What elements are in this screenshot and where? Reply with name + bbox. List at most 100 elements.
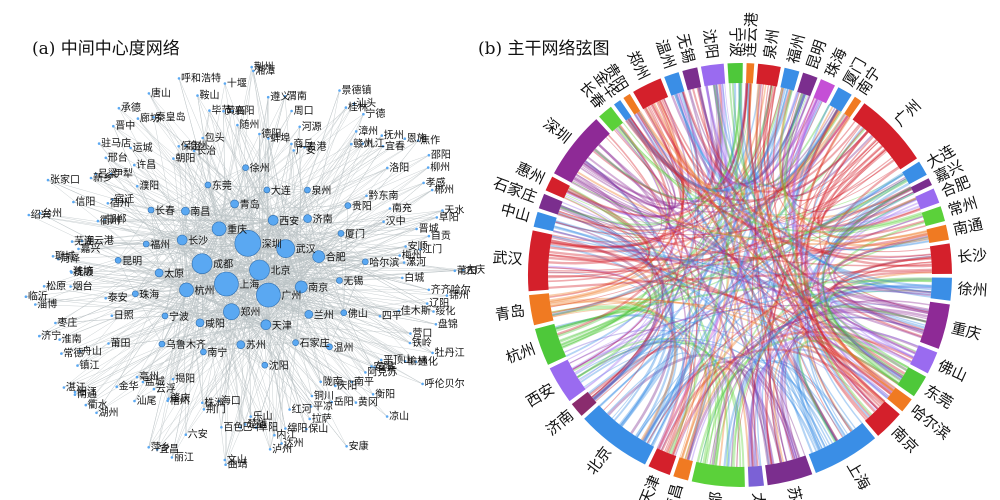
- chord-link: [731, 279, 932, 467]
- chord-link: [714, 236, 929, 466]
- chord-link: [662, 98, 925, 331]
- hub-label: 青岛: [240, 198, 260, 211]
- network-edge: [118, 108, 286, 249]
- chord-link: [571, 181, 923, 240]
- chord-link: [686, 106, 834, 460]
- node-label: 汕头: [356, 98, 376, 110]
- network-edge: [203, 312, 344, 353]
- chord-link: [574, 100, 822, 374]
- hub-node: [303, 214, 312, 223]
- peripheral-node: [95, 411, 98, 415]
- chord-link: [557, 101, 685, 336]
- node-label: 沧州: [188, 139, 208, 152]
- chord-link: [657, 363, 708, 459]
- network-nodes: [24, 65, 465, 467]
- node-label: 芜湖: [74, 235, 94, 248]
- peripheral-node: [223, 82, 227, 85]
- hub-label: 上海: [239, 278, 259, 291]
- network-edge: [150, 209, 186, 212]
- network-labels: 大庆白城齐齐哈尔锦州辽阳绥化佳木斯盘锦四平营口牡丹江铁岭通化榆林呼伦贝尔平顶山宜…: [28, 60, 485, 471]
- network-edge: [118, 260, 160, 274]
- network-edge: [186, 184, 209, 290]
- peripheral-node: [426, 166, 430, 169]
- peripheral-node: [338, 89, 341, 92]
- chord-link: [577, 171, 928, 246]
- hub-label: 长沙: [188, 235, 208, 247]
- node-label: 聊城: [55, 249, 75, 262]
- chord-link: [753, 278, 933, 467]
- peripheral-node: [192, 149, 196, 153]
- network-edge: [118, 218, 308, 261]
- chord-link: [572, 180, 912, 231]
- peripheral-node: [350, 380, 354, 384]
- chord-link: [754, 84, 788, 462]
- network-edge: [207, 184, 220, 229]
- chord-link: [697, 87, 904, 378]
- chord-arc: [920, 301, 950, 349]
- node-label: 辽阳: [429, 298, 449, 310]
- peripheral-node: [133, 163, 136, 167]
- chord-link: [551, 235, 932, 291]
- network-edge: [285, 208, 390, 249]
- chord-link: [723, 285, 932, 467]
- node-label: 九江: [365, 138, 385, 150]
- chord-link: [669, 82, 743, 455]
- node-label: 宜宾: [377, 360, 397, 373]
- hub-node: [304, 309, 314, 319]
- peripheral-node: [69, 285, 72, 288]
- peripheral-node: [38, 212, 42, 215]
- network-edge: [161, 233, 342, 345]
- node-label: 孝感: [426, 176, 446, 189]
- hub-node: [230, 199, 239, 209]
- peripheral-node: [378, 314, 382, 318]
- chord-label: 青岛: [494, 301, 527, 324]
- chord-link: [795, 192, 915, 448]
- chord-link: [598, 173, 905, 407]
- node-label: 衢州: [100, 215, 120, 227]
- network-edge: [171, 294, 269, 458]
- hub-label: 东莞: [212, 179, 232, 192]
- chord-link: [803, 131, 871, 417]
- node-label: 六安: [188, 428, 208, 441]
- chord-link: [561, 83, 749, 348]
- hub-node: [276, 239, 296, 258]
- chord-link: [568, 186, 721, 466]
- network-edge: [301, 286, 382, 361]
- chord-label: 重庆: [949, 319, 983, 344]
- chord-link: [692, 88, 861, 193]
- hub-node: [158, 340, 166, 348]
- hub-node: [249, 259, 270, 281]
- node-label: 松原: [46, 279, 66, 292]
- chord-link: [547, 271, 664, 419]
- chord-link: [569, 304, 927, 364]
- network-edge: [150, 209, 187, 291]
- node-label: 广安: [296, 143, 316, 156]
- chord-link: [560, 116, 673, 228]
- peripheral-node: [388, 207, 392, 210]
- chord-link: [550, 89, 791, 248]
- hub-node: [181, 206, 190, 216]
- chord-link: [618, 83, 737, 426]
- chord-link: [549, 125, 667, 303]
- hub-node: [236, 340, 246, 350]
- hub-label: 成都: [213, 259, 233, 271]
- chord-link: [713, 84, 899, 385]
- peripheral-node: [34, 303, 37, 306]
- network-edge: [181, 184, 209, 241]
- network-edge: [273, 131, 357, 221]
- chord-link: [756, 109, 839, 466]
- peripheral-node: [398, 254, 402, 257]
- chord-link: [812, 127, 921, 230]
- peripheral-node: [217, 399, 221, 403]
- peripheral-node: [69, 270, 73, 273]
- chord-link: [562, 189, 654, 349]
- peripheral-node: [308, 417, 312, 421]
- chord-link: [782, 199, 917, 459]
- chord-arc: [527, 230, 553, 292]
- hub-label: 广州: [281, 290, 301, 302]
- peripheral-node: [152, 116, 155, 119]
- chord-link: [613, 129, 885, 403]
- chord-link: [619, 124, 698, 455]
- chord-label: 上海: [843, 458, 874, 493]
- network-edge: [135, 184, 209, 294]
